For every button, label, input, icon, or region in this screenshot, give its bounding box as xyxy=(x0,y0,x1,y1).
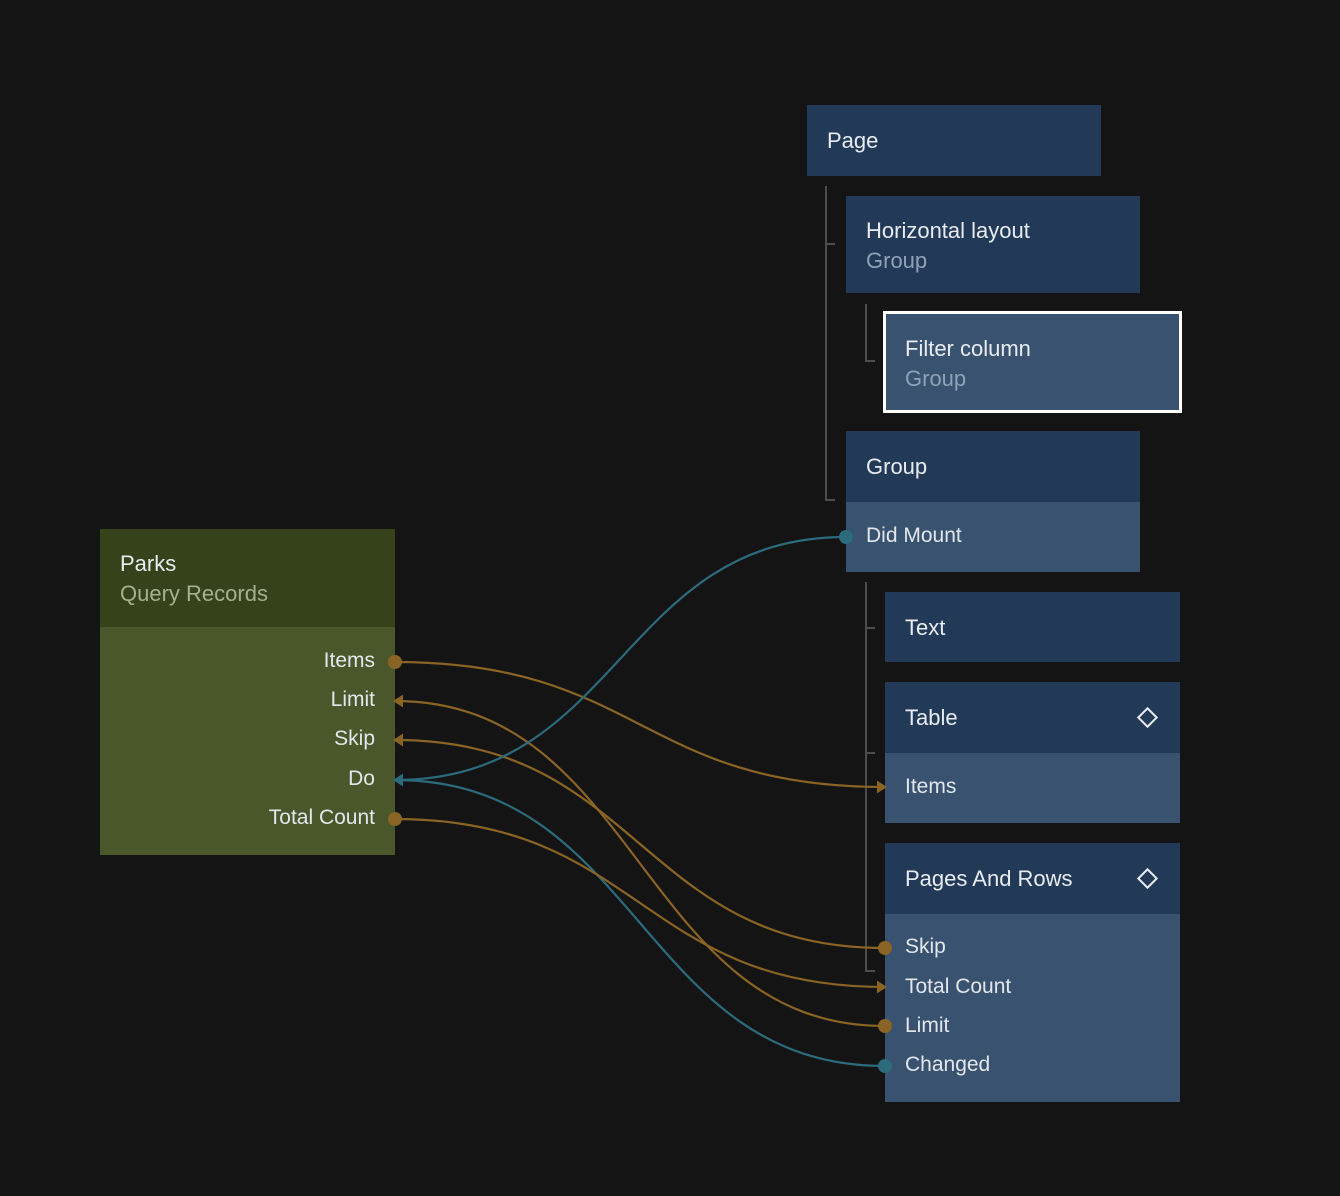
node-filter-column-title: Filter column xyxy=(905,336,1031,361)
port-pages-changed[interactable]: Changed xyxy=(905,1053,991,1076)
port-parks-total-count[interactable]: Total Count xyxy=(268,806,375,829)
tree-line-group-tick-text xyxy=(865,627,875,629)
node-parks-title: Parks xyxy=(120,551,177,576)
port-pages-limit[interactable]: Limit xyxy=(905,1014,950,1037)
node-pages-and-rows-header[interactable]: Pages And Rows xyxy=(885,843,1180,914)
diamond-icon[interactable] xyxy=(1136,867,1159,890)
port-pages-skip[interactable]: Skip xyxy=(905,935,946,958)
node-pages-and-rows[interactable]: Pages And Rows Skip Total Count Limit Ch… xyxy=(885,843,1180,1102)
node-table-title: Table xyxy=(905,705,958,730)
wire-pages-and-rows-limit-to-parks-limit[interactable] xyxy=(394,699,886,1028)
wire-parks-total-count-to-pages-and-rows-total-count[interactable] xyxy=(394,817,886,989)
tree-line-page-tick-hl xyxy=(825,243,835,245)
node-text[interactable]: Text xyxy=(885,592,1180,662)
node-text-header[interactable]: Text xyxy=(885,592,1180,662)
tree-line-hl-children xyxy=(865,304,867,362)
node-page[interactable]: Page xyxy=(807,105,1101,176)
node-pages-and-rows-body: Skip Total Count Limit Changed xyxy=(885,914,1180,1102)
node-group-body: Did Mount xyxy=(846,502,1140,572)
tree-line-group-children xyxy=(865,582,867,972)
tree-line-page-tick-group xyxy=(825,499,835,501)
port-parks-skip[interactable]: Skip xyxy=(334,727,375,750)
node-filter-column[interactable]: Filter column Group xyxy=(883,311,1182,413)
node-filter-column-subtitle: Group xyxy=(905,366,967,391)
port-parks-do[interactable]: Do xyxy=(348,767,375,790)
node-group-title: Group xyxy=(866,454,928,479)
node-filter-column-header[interactable]: Filter column Group xyxy=(883,311,1182,413)
node-parks-body: Items Limit Skip Do Total Count xyxy=(100,627,395,855)
tree-line-group-tick-table xyxy=(865,752,875,754)
node-parks[interactable]: Parks Query Records Items Limit Skip Do … xyxy=(100,529,395,855)
tree-line-page-children xyxy=(825,186,827,501)
node-group[interactable]: Group Did Mount xyxy=(846,431,1140,572)
tree-line-group-tick-pages xyxy=(865,970,875,972)
node-table-header[interactable]: Table xyxy=(885,682,1180,753)
node-parks-header[interactable]: Parks Query Records xyxy=(100,529,395,627)
node-parks-subtitle: Query Records xyxy=(120,581,268,606)
port-table-items[interactable]: Items xyxy=(905,775,957,798)
node-table[interactable]: Table Items xyxy=(885,682,1180,823)
node-horizontal-layout-title: Horizontal layout xyxy=(866,218,1030,243)
tree-line-hl-tick-filter xyxy=(865,360,875,362)
port-parks-limit[interactable]: Limit xyxy=(330,688,375,711)
node-table-body: Items xyxy=(885,753,1180,823)
wire-pages-and-rows-changed-to-parks-do[interactable] xyxy=(394,778,886,1068)
node-horizontal-layout[interactable]: Horizontal layout Group xyxy=(846,196,1140,293)
wire-parks-items-to-table-items[interactable] xyxy=(394,660,886,789)
diamond-icon[interactable] xyxy=(1136,706,1159,729)
node-page-title: Page xyxy=(827,128,879,153)
node-text-title: Text xyxy=(905,615,946,640)
wire-group-did-mount-to-parks-do[interactable] xyxy=(394,535,847,782)
node-pages-and-rows-title: Pages And Rows xyxy=(905,866,1073,891)
port-group-did-mount[interactable]: Did Mount xyxy=(866,524,962,547)
port-parks-items[interactable]: Items xyxy=(323,649,375,672)
node-horizontal-layout-subtitle: Group xyxy=(866,248,928,273)
wire-pages-and-rows-skip-to-parks-skip[interactable] xyxy=(394,738,886,950)
node-group-header[interactable]: Group xyxy=(846,431,1140,502)
selection-outline xyxy=(883,311,1182,413)
node-page-header[interactable]: Page xyxy=(807,105,1101,176)
node-horizontal-layout-header[interactable]: Horizontal layout Group xyxy=(846,196,1140,293)
port-pages-total-count[interactable]: Total Count xyxy=(905,975,1012,998)
